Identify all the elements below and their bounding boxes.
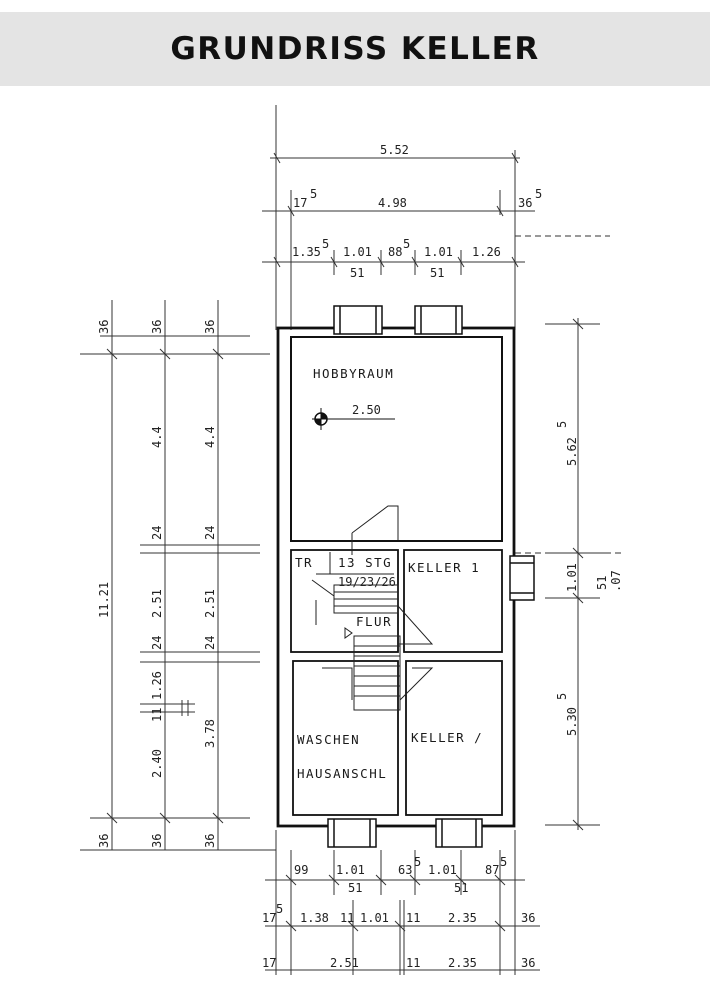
dim-top-seg-1-sup: 5 — [322, 237, 329, 251]
dim-left-c1-5: 1.26 — [150, 671, 164, 700]
room-keller-2: KELLER / — [411, 730, 483, 745]
level-value: 2.50 — [352, 403, 381, 417]
dim-bottom-r1-5: 87 — [485, 863, 499, 877]
dim-bottom-r3-3: 11 — [406, 956, 420, 970]
label-tr: TR — [295, 555, 313, 570]
dim-left-c1-2: 24 — [150, 526, 164, 540]
dim-left-wall-3: 36 — [203, 320, 217, 334]
dim-top-right-wall-sup: 5 — [535, 187, 542, 201]
dim-right-door-c: .07 — [609, 570, 623, 592]
dim-left-bottom-wall-2: 36 — [150, 834, 164, 848]
dimension-texts: 5.52 17 5 4.98 36 5 1.35 5 1.01 88 5 1.0… — [97, 143, 623, 970]
dim-bottom-r2-6: 2.35 — [448, 911, 477, 925]
dim-left-c2-4: 24 — [203, 636, 217, 650]
label-steps: 19/23/26 — [338, 575, 396, 589]
dim-top-win-2: 51 — [430, 266, 444, 280]
dim-top-inner: 4.98 — [378, 196, 407, 210]
dim-left-total: 11.21 — [97, 582, 111, 618]
dim-bottom-r1-4: 1.01 — [428, 863, 457, 877]
dim-right-upper-sup: 5 — [555, 421, 569, 428]
dim-top-seg-2: 1.01 — [343, 245, 372, 259]
dimension-lines — [80, 105, 625, 975]
dim-top-left-wall: 17 — [293, 196, 307, 210]
dim-right-door-b: 51 — [595, 576, 609, 590]
dim-left-c1-1: 4.4 — [150, 426, 164, 448]
label-stg: 13 STG — [338, 555, 392, 570]
dim-top-seg-5: 1.26 — [472, 245, 501, 259]
dim-bottom-r2-4: 1.01 — [360, 911, 389, 925]
dim-left-c2-3: 2.51 — [203, 589, 217, 618]
dim-top-left-wall-sup: 5 — [310, 187, 317, 201]
dim-bottom-r2-1-sup: 5 — [276, 902, 283, 916]
page-title: GRUNDRISS KELLER — [170, 31, 540, 67]
dim-bottom-r1-3: 63 — [398, 863, 412, 877]
dim-bottom-r3-4: 2.35 — [448, 956, 477, 970]
walls — [276, 326, 516, 828]
dim-top-right-wall: 36 — [518, 196, 532, 210]
room-waschen: WASCHEN — [297, 732, 360, 747]
title-bar: GRUNDRISS KELLER — [0, 12, 710, 86]
dim-top-total: 5.52 — [380, 143, 409, 157]
dim-bottom-r2-2: 1.38 — [300, 911, 329, 925]
room-hobbyraum: HOBBYRAUM — [313, 366, 394, 381]
dim-bottom-r1-1: 99 — [294, 863, 308, 877]
dim-left-c2-1: 4.4 — [203, 426, 217, 448]
dim-left-bottom-wall-1: 36 — [97, 834, 111, 848]
dim-left-wall-2: 36 — [150, 320, 164, 334]
dim-left-c1-7: 2.40 — [150, 749, 164, 778]
level-marker-icon — [312, 408, 395, 430]
dim-bottom-r3-1: 17 — [262, 956, 276, 970]
stairs — [311, 505, 434, 711]
dim-top-seg-3-sup: 5 — [403, 237, 410, 251]
dim-bottom-r1-2: 1.01 — [336, 863, 365, 877]
dim-bottom-r2-1: 17 — [262, 911, 276, 925]
dim-top-seg-4: 1.01 — [424, 245, 453, 259]
dim-bottom-r1-3-sup: 5 — [414, 855, 421, 869]
dim-left-wall-1: 36 — [97, 320, 111, 334]
dim-left-bottom-wall-3: 36 — [203, 834, 217, 848]
dim-bottom-r2-5: 11 — [406, 911, 420, 925]
dim-bottom-r2-7: 36 — [521, 911, 535, 925]
dim-right-upper: 5.62 — [565, 437, 579, 466]
room-hausanschl: HAUSANSCHL — [297, 766, 387, 781]
dim-bottom-r1b-2: 51 — [454, 881, 468, 895]
dim-bottom-r1b-1: 51 — [348, 881, 362, 895]
dim-right-lower: 5.30 — [565, 707, 579, 736]
dim-top-win-1: 51 — [350, 266, 364, 280]
dim-bottom-r3-5: 36 — [521, 956, 535, 970]
room-keller-1: KELLER 1 — [408, 560, 480, 575]
dim-bottom-r3-2: 2.51 — [330, 956, 359, 970]
dim-left-c1-4: 24 — [150, 636, 164, 650]
room-flur: FLUR — [356, 614, 392, 629]
dim-right-lower-sup: 5 — [555, 693, 569, 700]
dim-bottom-r2-3: 11 — [340, 911, 354, 925]
room-labels: HOBBYRAUM 2.50 TR 13 STG 19/23/26 KELLER… — [295, 366, 483, 781]
dim-left-c2-2: 24 — [203, 526, 217, 540]
dim-left-c1-6: 11 — [150, 708, 164, 722]
dim-bottom-r1-5-sup: 5 — [500, 855, 507, 869]
dim-left-c1-3: 2.51 — [150, 589, 164, 618]
dim-top-seg-3: 88 — [388, 245, 402, 259]
dim-right-door: 1.01 — [565, 563, 579, 592]
windows — [327, 305, 535, 848]
dim-top-seg-1: 1.35 — [292, 245, 321, 259]
dim-left-c2-5: 3.78 — [203, 719, 217, 748]
